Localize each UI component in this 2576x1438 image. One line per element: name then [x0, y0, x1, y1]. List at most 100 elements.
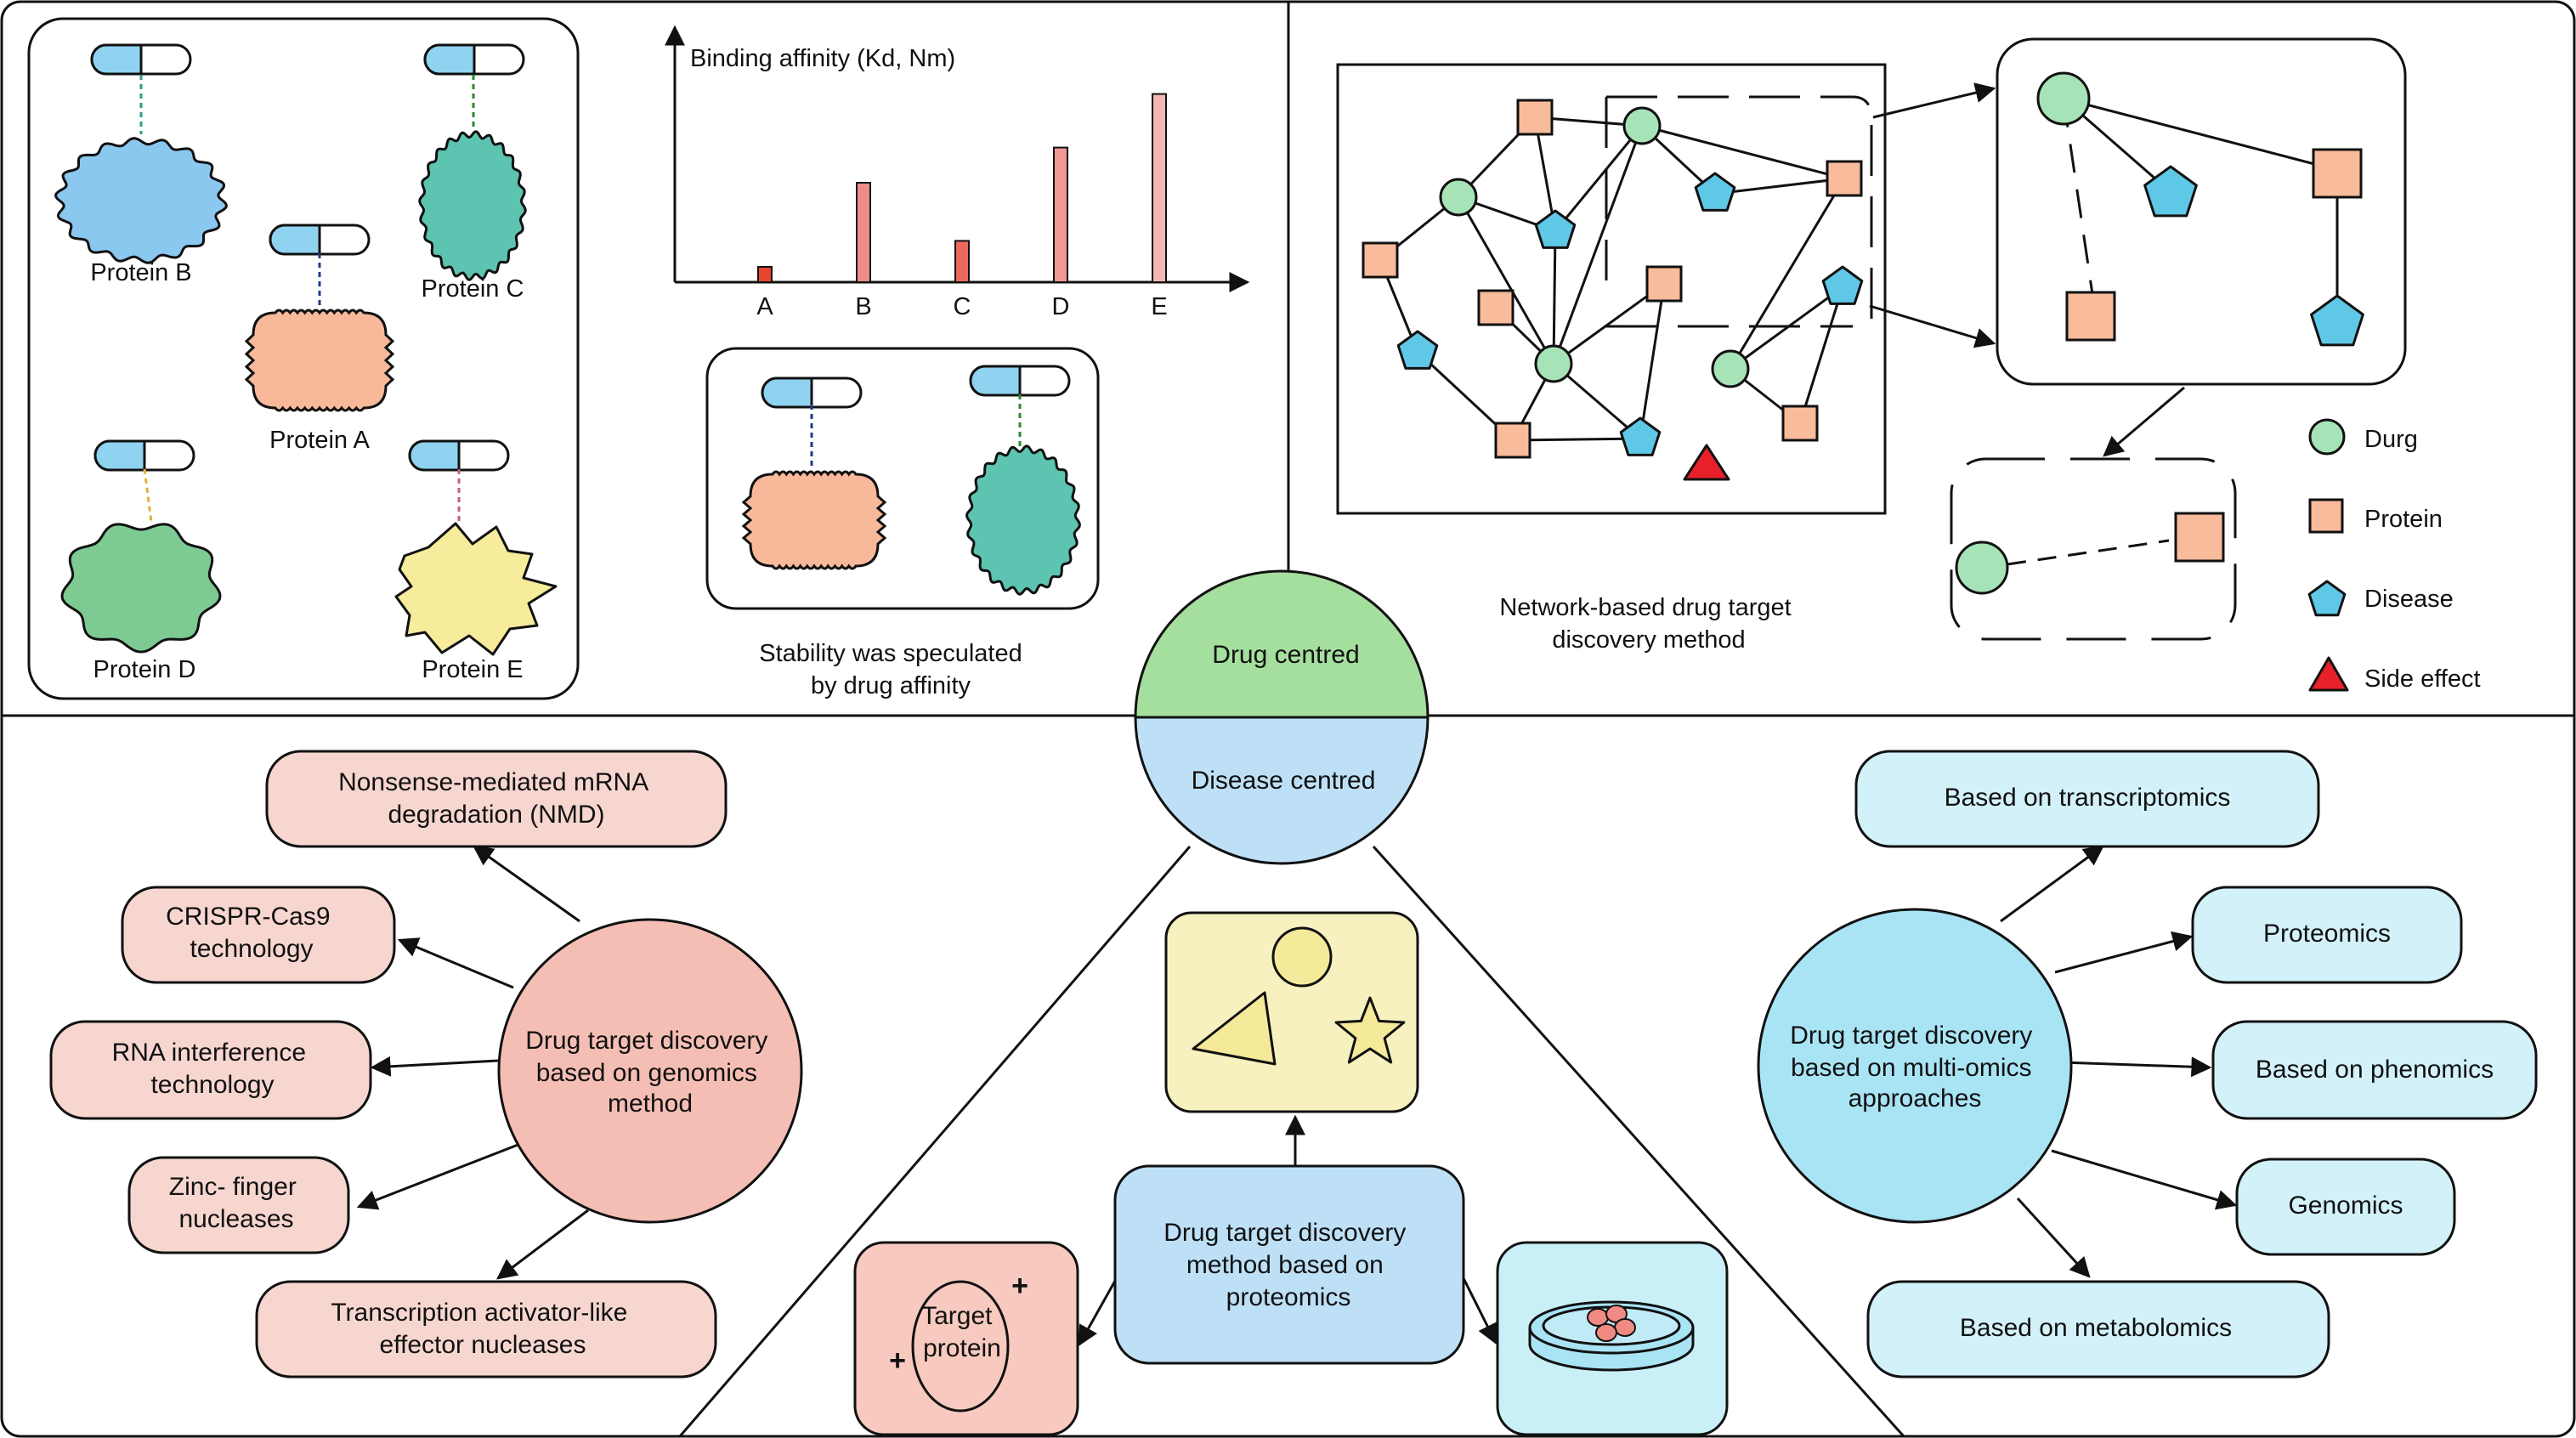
network-edge	[1798, 286, 1844, 424]
multiomics-hub	[1757, 908, 2073, 1224]
network-caption-line-2: discovery method	[1552, 626, 1745, 654]
drug-node	[1534, 344, 1573, 383]
drug-capsule-icon	[90, 43, 192, 76]
network-edge	[1641, 124, 1845, 180]
rnai-box	[49, 1020, 372, 1120]
predicted-link-box	[1950, 457, 2237, 641]
drug-centred-half	[1134, 569, 1430, 719]
stability-caption-line-1: Stability was speculated	[759, 640, 1022, 667]
subnetwork-arrow	[2103, 386, 2185, 457]
legend: Durg Protein Disease Side effect	[2307, 418, 2481, 693]
y-axis-label: Binding affinity (Kd, Nm)	[690, 45, 955, 72]
bar-c	[954, 240, 970, 283]
proteomics-arrow	[1078, 1274, 1120, 1347]
talen-box	[255, 1280, 717, 1379]
protein-d-group: Protein D	[60, 439, 222, 683]
target-protein-cell	[911, 1280, 1010, 1413]
drug-capsule-icon	[423, 43, 525, 76]
protein-node	[1362, 241, 1399, 279]
network-edge	[1639, 283, 1666, 439]
proteomics-hub	[1113, 1164, 1465, 1365]
network-arrow	[1869, 304, 1996, 348]
plus-sign-icon: +	[1011, 1270, 1028, 1302]
network-panel: Network-based drug target discovery meth…	[1336, 37, 2481, 693]
protein-node	[1645, 265, 1683, 303]
bar-e	[1152, 93, 1167, 283]
bar-d	[1053, 146, 1068, 283]
metabolomics-box	[1866, 1280, 2330, 1379]
protein-c-label: Protein C	[422, 275, 524, 303]
genomics-box	[2235, 1158, 2456, 1256]
legend-label-drug: Durg	[2364, 426, 2418, 453]
zinc-finger-box	[127, 1156, 350, 1254]
protein-node	[1826, 160, 1863, 197]
disease-node	[1694, 172, 1736, 212]
nmd-label: Nonsense-mediated mRNA degradation (NMD)	[338, 768, 654, 829]
drug-node	[2036, 71, 2091, 126]
proteomics-label: Proteomics	[2263, 920, 2391, 948]
bar-b	[856, 182, 871, 283]
network-edge	[1730, 286, 1843, 371]
protein-node	[2312, 148, 2363, 199]
network-nodes	[1362, 99, 1864, 481]
category-label-b: B	[855, 293, 871, 320]
genomics-hub-label: Drug target discovery based on genomics …	[525, 1027, 774, 1118]
category-label-c: C	[954, 293, 971, 320]
protein-b-label: Protein B	[90, 259, 191, 286]
disease-legend-icon	[2307, 580, 2347, 617]
drug-centred-label: Drug centred	[1212, 641, 1359, 669]
category-label-a: A	[756, 293, 773, 320]
network-caption-line-1: Network-based drug target	[1499, 594, 1791, 621]
disease-node	[1534, 209, 1577, 249]
proteomics-hub-label: Drug target discovery method based on pr…	[1163, 1219, 1413, 1311]
protein-e-shape	[394, 522, 558, 656]
protein-node	[1477, 289, 1514, 326]
bar-series	[757, 93, 1167, 283]
disease-node	[2310, 294, 2364, 347]
multiomics-arrows	[2000, 845, 2238, 1278]
side-effect-node	[1683, 444, 1730, 481]
disease-node	[1821, 265, 1864, 305]
phenomics-box	[2211, 1020, 2538, 1120]
proteomics-box	[2191, 886, 2463, 984]
protein-c-group: Protein C	[418, 43, 527, 303]
bar-a	[757, 266, 773, 283]
side-effect-legend-icon	[2308, 656, 2349, 692]
network-box	[1336, 63, 1887, 515]
network-edge	[1457, 196, 1555, 365]
protein-b-shape	[54, 137, 228, 264]
proteomics-section: Drug target discovery method based on pr…	[853, 911, 1729, 1436]
stability-group	[705, 347, 1100, 610]
rnai-label: RNA interference technology	[112, 1039, 314, 1099]
multiomics-hub-label: Drug target discovery based on multi-omi…	[1790, 1022, 2039, 1112]
transcriptomics-label: Based on transcriptomics	[1945, 784, 2231, 812]
protein-a-group: Protein A	[244, 224, 395, 454]
protein-legend-icon	[2308, 498, 2344, 534]
circle-compound-icon	[1271, 926, 1333, 988]
protein-node	[1494, 422, 1531, 459]
protein-a-shape	[741, 470, 887, 570]
drug-capsule-icon	[969, 365, 1071, 397]
phenomics-label: Based on phenomics	[2256, 1056, 2494, 1084]
proteomics-arrow	[1462, 1277, 1497, 1345]
protein-e-group: Protein E	[394, 439, 558, 683]
disease-centred-half	[1134, 716, 1430, 865]
disease-node	[2310, 294, 2364, 347]
drug-node	[1711, 349, 1750, 388]
legend-label-protein: Protein	[2364, 506, 2443, 533]
protein-node	[2065, 291, 2116, 342]
genomics-label: Genomics	[2288, 1192, 2403, 1220]
drug-node	[1955, 541, 2009, 595]
disease-node	[2143, 165, 2198, 218]
drug-node	[1439, 178, 1478, 217]
protein-d-label: Protein D	[93, 656, 196, 683]
drug-capsule-icon	[93, 439, 195, 472]
affinity-panel: Protein B Protein C Protein A Protein D …	[27, 17, 1250, 700]
network-edge	[1553, 282, 1665, 365]
talen-label: Transcription activator-like effector nu…	[331, 1299, 634, 1359]
protein-e-label: Protein E	[422, 656, 523, 683]
center-circle: Drug centred Disease centred	[1134, 569, 1430, 865]
network-edge	[1552, 230, 1557, 365]
protein-a-shape	[244, 309, 395, 412]
